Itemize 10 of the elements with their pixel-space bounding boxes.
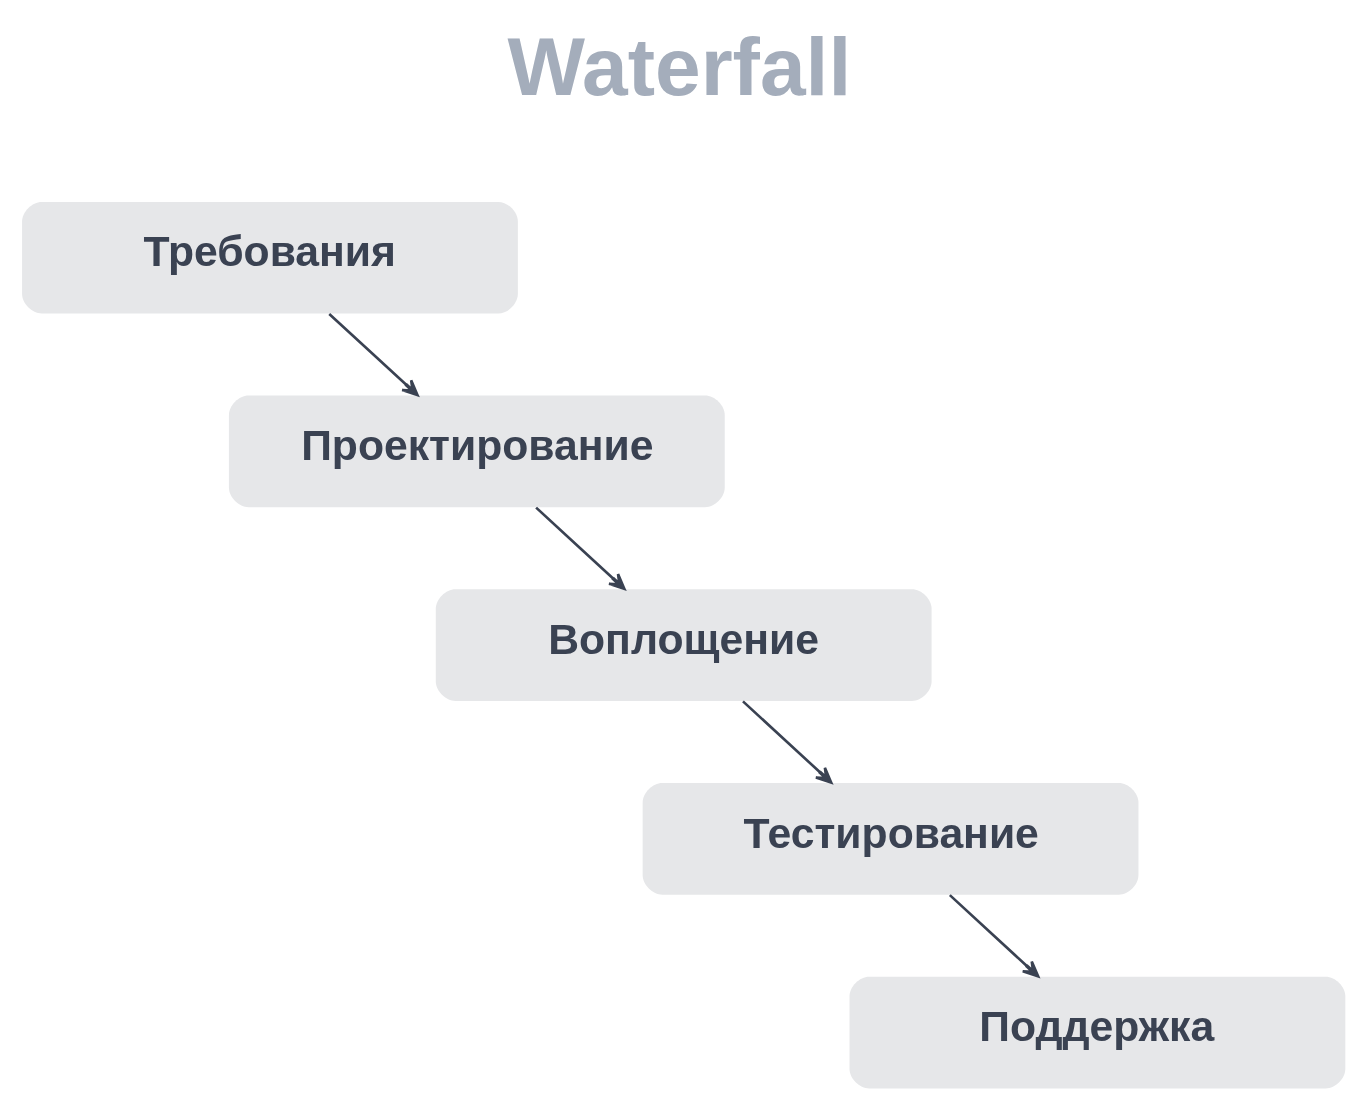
- node-box: Воплощение: [435, 588, 932, 701]
- node-box: Требования: [22, 201, 518, 313]
- node-box: Поддержка: [849, 976, 1346, 1088]
- arrow: [948, 893, 1040, 978]
- arrow: [535, 506, 626, 590]
- node-box: Проектирование: [228, 395, 725, 507]
- arrow: [742, 699, 833, 784]
- diagram-title: Waterfall: [507, 20, 852, 112]
- node-box: Тестирование: [642, 782, 1139, 895]
- arrow: [328, 312, 419, 396]
